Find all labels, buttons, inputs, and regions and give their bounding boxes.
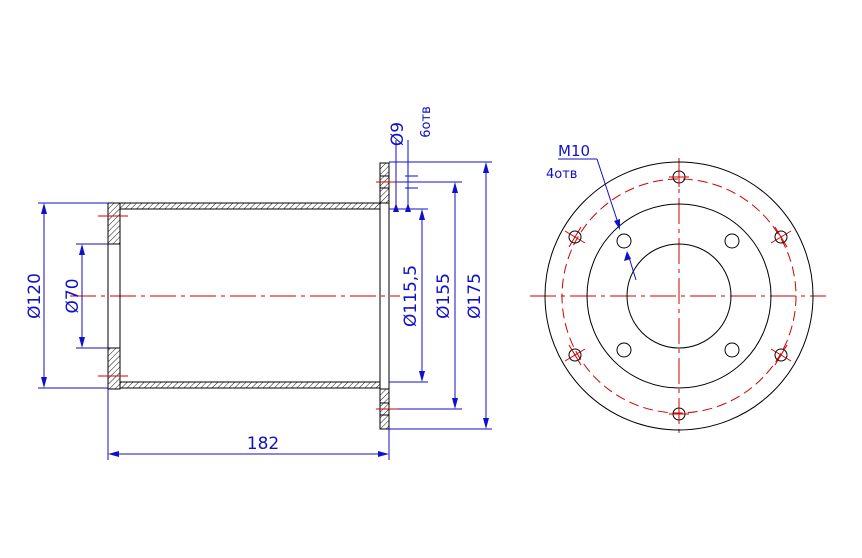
dim-inner-flange: Ø70 — [63, 243, 108, 349]
dim-flange-outer: Ø175 — [389, 161, 492, 430]
label-length: 182 — [247, 434, 279, 454]
flange-outer-circle — [544, 161, 814, 431]
label-bolt-circle: Ø155 — [434, 273, 454, 319]
dim-bore: Ø115,5 — [389, 208, 428, 383]
label-flange-outer: Ø175 — [465, 273, 485, 319]
dim-length: 182 — [107, 389, 390, 460]
label-bore: Ø115,5 — [401, 265, 421, 327]
label-hole-size: Ø9 — [388, 122, 408, 146]
front-view: M10 4отв — [530, 142, 826, 434]
inner-bore-circle — [626, 243, 732, 349]
label-thread: M10 — [558, 142, 590, 160]
threaded-holes — [616, 233, 740, 358]
label-tube-outer: Ø120 — [25, 273, 45, 319]
dim-tube-outer: Ø120 — [25, 202, 108, 389]
dim-hole: Ø9 6отв — [388, 106, 434, 212]
label-hole-count: 6отв — [419, 106, 434, 137]
side-view: Ø120 Ø70 182 Ø115,5 — [25, 106, 492, 460]
dim-bolt-circle: Ø155 — [398, 181, 462, 410]
tube-outer-circle — [586, 203, 772, 389]
outer-bolt-holes — [564, 167, 792, 424]
left-end-plate — [107, 202, 121, 390]
thread-callout: M10 4отв — [546, 142, 637, 281]
hole-center-ticks — [98, 181, 398, 410]
label-thread-count: 4отв — [546, 167, 577, 182]
label-inner-flange: Ø70 — [63, 278, 83, 313]
